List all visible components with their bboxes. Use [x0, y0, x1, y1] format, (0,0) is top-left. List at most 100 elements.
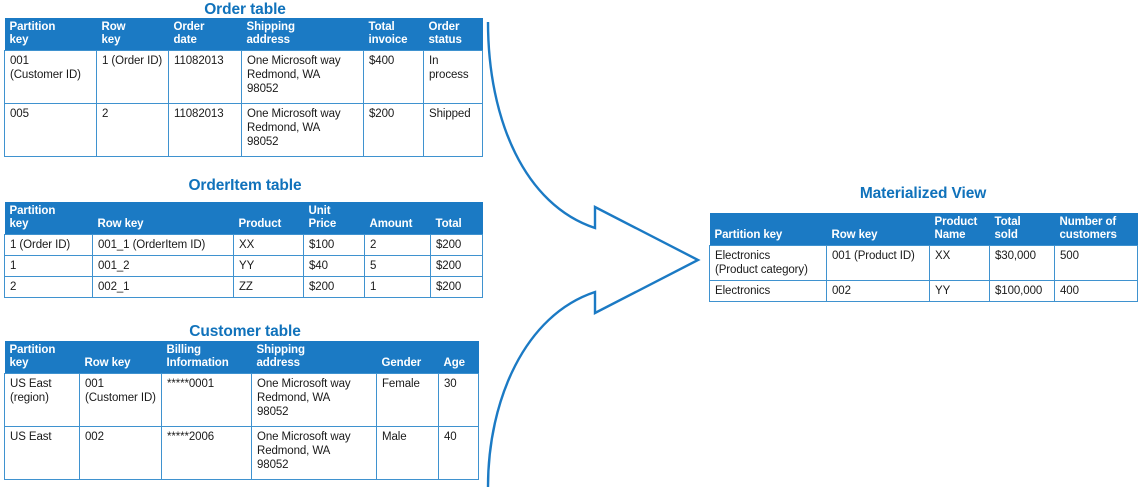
- col-product: Product: [233, 202, 304, 235]
- orderitem-table: Partition key Row key Product Unit Price…: [4, 202, 483, 298]
- col-number-of-customers: Number of customers: [1054, 213, 1138, 246]
- order-table-header-row: Partition key Row key Order date Shippin…: [4, 18, 483, 51]
- col-amount: Amount: [364, 202, 431, 235]
- col-product-name: Product Name: [929, 213, 990, 246]
- cell: 001 (Customer ID): [79, 372, 162, 427]
- table-row: 005 2 11082013 One Microsoft way Redmond…: [4, 102, 483, 157]
- col-partition-key: Partition key: [4, 18, 97, 51]
- col-row-key: Row key: [96, 18, 169, 51]
- col-partition-key: Partition key: [709, 213, 827, 246]
- materialized-view-table: Partition key Row key Product Name Total…: [709, 213, 1138, 302]
- cell: 001_1 (OrderItem ID): [92, 233, 234, 256]
- cell: *****0001: [161, 372, 252, 427]
- materialized-view-title: Materialized View: [859, 185, 987, 202]
- cell: YY: [233, 254, 304, 277]
- cell: $200: [363, 102, 424, 157]
- col-row-key: Row key: [92, 202, 234, 235]
- cell: 1: [4, 254, 93, 277]
- col-unit-price: Unit Price: [303, 202, 365, 235]
- table-row: US East (region) 001 (Customer ID) *****…: [4, 372, 479, 427]
- cell: Electronics (Product category): [709, 244, 827, 281]
- cell: In process: [423, 49, 483, 104]
- cell: Female: [376, 372, 439, 427]
- table-row: 1 001_2 YY $40 5 $200: [4, 254, 483, 277]
- cell: 400: [1054, 279, 1138, 302]
- cell: 2: [96, 102, 169, 157]
- col-total: Total: [430, 202, 483, 235]
- col-row-key: Row key: [826, 213, 930, 246]
- cell: $200: [303, 275, 365, 298]
- cell: 11082013: [168, 49, 242, 104]
- cell: Electronics: [709, 279, 827, 302]
- table-row: US East 002 *****2006 One Microsoft way …: [4, 425, 479, 480]
- cell: XX: [929, 244, 990, 281]
- materialized-view-grid: Partition key Row key Product Name Total…: [709, 213, 1138, 302]
- cell: 30: [438, 372, 479, 427]
- orderitem-table-title: OrderItem table: [188, 177, 302, 194]
- cell: $200: [430, 254, 483, 277]
- cell: ZZ: [233, 275, 304, 298]
- cell: 2: [4, 275, 93, 298]
- cell: $200: [430, 275, 483, 298]
- col-row-key: Row key: [79, 341, 162, 374]
- order-table-title: Order table: [204, 1, 286, 18]
- cell: $100: [303, 233, 365, 256]
- table-row: 1 (Order ID) 001_1 (OrderItem ID) XX $10…: [4, 233, 483, 256]
- cell: $200: [430, 233, 483, 256]
- cell: 11082013: [168, 102, 242, 157]
- cell: 002: [79, 425, 162, 480]
- col-total-invoice: Total invoice: [363, 18, 424, 51]
- cell: Shipped: [423, 102, 483, 157]
- cell: *****2006: [161, 425, 252, 480]
- cell: 500: [1054, 244, 1138, 281]
- col-age: Age: [438, 341, 479, 374]
- cell: 5: [364, 254, 431, 277]
- cell: One Microsoft way Redmond, WA 98052: [251, 425, 377, 480]
- order-table: Partition key Row key Order date Shippin…: [4, 18, 483, 157]
- cell: $400: [363, 49, 424, 104]
- cell: YY: [929, 279, 990, 302]
- order-table-grid: Partition key Row key Order date Shippin…: [4, 18, 483, 157]
- cell: 1 (Order ID): [96, 49, 169, 104]
- col-shipping-address: Shipping address: [241, 18, 364, 51]
- cell: $40: [303, 254, 365, 277]
- col-order-status: Order status: [423, 18, 483, 51]
- cell: 001 (Customer ID): [4, 49, 97, 104]
- col-gender: Gender: [376, 341, 439, 374]
- cell: 001_2: [92, 254, 234, 277]
- cell: $100,000: [989, 279, 1055, 302]
- cell: XX: [233, 233, 304, 256]
- customer-table-header-row: Partition key Row key Billing Informatio…: [4, 341, 479, 374]
- cell: 1 (Order ID): [4, 233, 93, 256]
- table-row: Electronics (Product category) 001 (Prod…: [709, 244, 1138, 281]
- cell: $30,000: [989, 244, 1055, 281]
- table-row: Electronics 002 YY $100,000 400: [709, 279, 1138, 302]
- col-shipping-address: Shipping address: [251, 341, 377, 374]
- cell: Male: [376, 425, 439, 480]
- cell: US East (region): [4, 372, 80, 427]
- cell: One Microsoft way Redmond, WA 98052: [241, 49, 364, 104]
- cell: 002_1: [92, 275, 234, 298]
- col-partition-key: Partition key: [4, 341, 80, 374]
- cell: 002: [826, 279, 930, 302]
- orderitem-table-header-row: Partition key Row key Product Unit Price…: [4, 202, 483, 235]
- orderitem-table-grid: Partition key Row key Product Unit Price…: [4, 202, 483, 298]
- customer-table-title: Customer table: [189, 323, 301, 340]
- col-total-sold: Total sold: [989, 213, 1055, 246]
- cell: One Microsoft way Redmond, WA 98052: [251, 372, 377, 427]
- customer-table-grid: Partition key Row key Billing Informatio…: [4, 341, 479, 480]
- cell: 001 (Product ID): [826, 244, 930, 281]
- materialized-view-header-row: Partition key Row key Product Name Total…: [709, 213, 1138, 246]
- cell: 40: [438, 425, 479, 480]
- table-row: 2 002_1 ZZ $200 1 $200: [4, 275, 483, 298]
- table-row: 001 (Customer ID) 1 (Order ID) 11082013 …: [4, 49, 483, 104]
- cell: US East: [4, 425, 80, 480]
- cell: 1: [364, 275, 431, 298]
- col-billing-information: Billing Information: [161, 341, 252, 374]
- merge-arrow-icon: [486, 21, 701, 487]
- cell: One Microsoft way Redmond, WA 98052: [241, 102, 364, 157]
- col-partition-key: Partition key: [4, 202, 93, 235]
- cell: 2: [364, 233, 431, 256]
- col-order-date: Order date: [168, 18, 242, 51]
